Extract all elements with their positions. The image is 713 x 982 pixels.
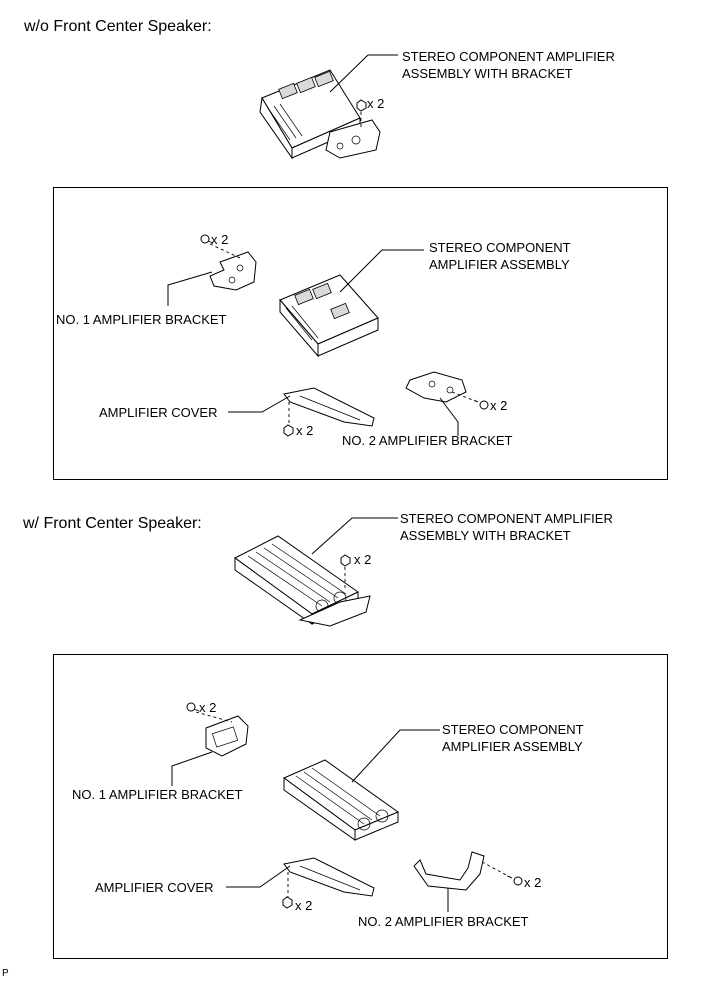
no2-bracket-label: NO. 2 AMPLIFIER BRACKET [342, 433, 513, 448]
nut-quantity: x 2 [367, 96, 385, 111]
no2-bracket-label: NO. 2 AMPLIFIER BRACKET [358, 914, 529, 929]
bracket2-screw-quantity: x 2 [490, 398, 508, 413]
cover-nut-quantity: x 2 [295, 898, 313, 913]
leader-line [329, 54, 398, 93]
section-heading-w: w/ Front Center Speaker: [23, 515, 202, 532]
no2-amplifier-bracket-wo [405, 371, 467, 403]
amplifier-assembly-with-bracket-w [234, 535, 371, 627]
nut-icon [340, 554, 351, 567]
exploded-view-frame-w [53, 654, 668, 959]
amplifier-cover-wo [283, 387, 375, 427]
assembly-label-line1: STEREO COMPONENT AMPLIFIER [402, 49, 615, 64]
nut-icon [282, 896, 293, 909]
screw-quantity: x 2 [211, 232, 229, 247]
exploded-view-frame-wo [53, 187, 668, 480]
bracket2-screw-quantity: x 2 [524, 875, 542, 890]
screw-icon [186, 702, 200, 712]
no1-amplifier-bracket-wo [209, 251, 257, 291]
leader-line [228, 395, 291, 413]
leader-line [439, 397, 459, 436]
amplifier-cover-label: AMPLIFIER COVER [95, 880, 214, 895]
cover-nut-quantity: x 2 [296, 423, 314, 438]
nut-icon [356, 99, 367, 112]
amp-assembly-label-line1: STEREO COMPONENT [442, 722, 584, 737]
screw-icon [200, 234, 214, 244]
section-heading-wo: w/o Front Center Speaker: [24, 18, 212, 35]
screw-icon [506, 875, 523, 886]
leader-line [226, 865, 291, 888]
amplifier-cover-w [283, 857, 375, 897]
amplifier-assembly-w [283, 759, 400, 841]
no1-amplifier-bracket-w [205, 715, 249, 757]
leader-line [171, 751, 213, 786]
amp-assembly-label-line2: AMPLIFIER ASSEMBLY [442, 739, 583, 754]
leader-line [311, 517, 398, 555]
no1-bracket-label: NO. 1 AMPLIFIER BRACKET [56, 312, 227, 327]
nut-icon [283, 424, 294, 437]
footer-code: P [2, 968, 9, 979]
no1-bracket-label: NO. 1 AMPLIFIER BRACKET [72, 787, 243, 802]
leader-line [167, 271, 213, 306]
no2-amplifier-bracket-w [413, 851, 485, 891]
leader-line [351, 729, 440, 783]
leader-line [339, 249, 424, 293]
amplifier-assembly-wo [279, 274, 379, 358]
screw-quantity: x 2 [199, 700, 217, 715]
amp-assembly-label-line2: AMPLIFIER ASSEMBLY [429, 257, 570, 272]
assembly-label-line1: STEREO COMPONENT AMPLIFIER [400, 511, 613, 526]
assembly-label-line2: ASSEMBLY WITH BRACKET [402, 66, 573, 81]
amplifier-assembly-with-bracket-wo [259, 69, 381, 160]
amp-assembly-label-line1: STEREO COMPONENT [429, 240, 571, 255]
assembly-label-line2: ASSEMBLY WITH BRACKET [400, 528, 571, 543]
nut-quantity: x 2 [354, 552, 372, 567]
amplifier-cover-label: AMPLIFIER COVER [99, 405, 218, 420]
